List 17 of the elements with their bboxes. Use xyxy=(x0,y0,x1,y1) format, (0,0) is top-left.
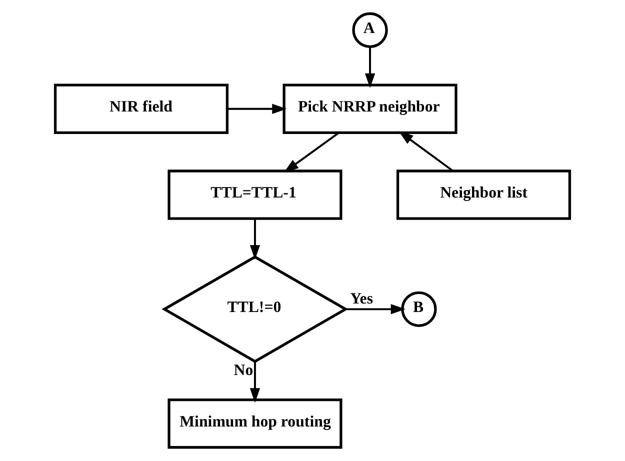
node-box: Pick NRRP neighbor xyxy=(282,84,458,134)
edge-label: Yes xyxy=(350,290,374,308)
arrow xyxy=(250,218,260,260)
arrow xyxy=(227,104,287,114)
node-box: Minimum hop routing xyxy=(168,398,342,449)
arrow xyxy=(398,131,454,172)
node-circle: A xyxy=(352,12,388,48)
edge-label: No xyxy=(234,362,254,379)
arrow xyxy=(346,304,406,314)
arrow xyxy=(250,362,260,403)
node-box: TTL=TTL-1 xyxy=(168,170,342,220)
node-diamond: TTL!=0 xyxy=(162,255,348,363)
node-box: NIR field xyxy=(54,84,229,134)
node-box: Neighbor list xyxy=(396,170,572,220)
node-circle: B xyxy=(401,291,437,328)
arrow xyxy=(284,132,340,172)
arrow xyxy=(364,46,376,88)
